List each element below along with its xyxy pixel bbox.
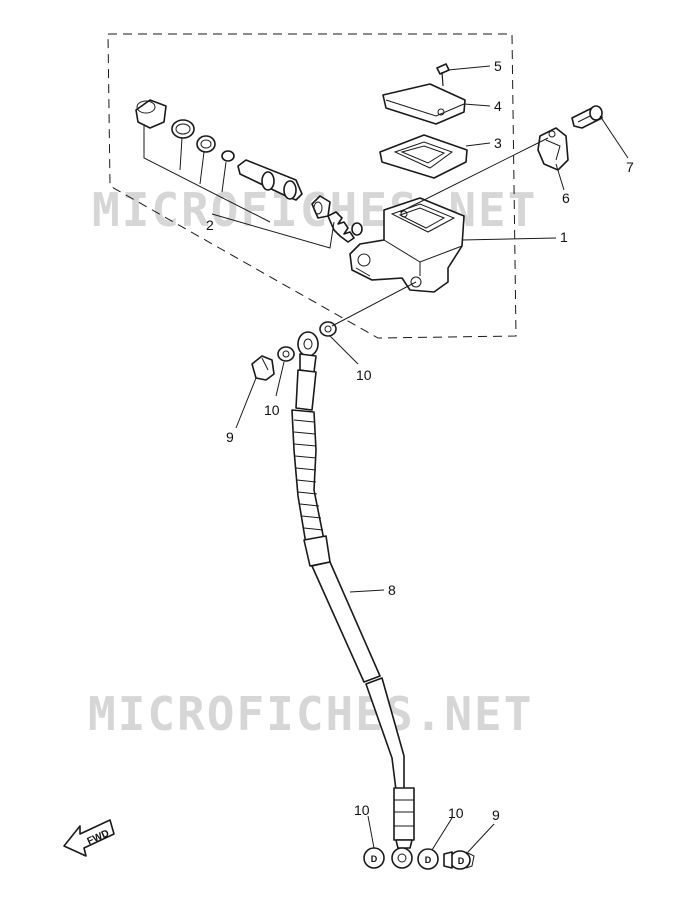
callout-2: 2 (206, 217, 214, 233)
callout-6: 6 (562, 190, 570, 206)
svg-text:D: D (371, 854, 378, 864)
copper-washer-lower-right[interactable]: D (417, 848, 439, 870)
assembly-boundary (107, 33, 517, 339)
callout-9-upper: 9 (226, 429, 234, 445)
master-cylinder-body[interactable] (349, 197, 465, 293)
brake-hose[interactable] (291, 331, 415, 869)
diaphragm[interactable] (379, 134, 468, 179)
callout-10-lower-right: 10 (448, 805, 464, 821)
forward-direction-icon: FWD (63, 819, 115, 857)
banjo-bolt-upper[interactable] (251, 355, 275, 381)
leader-lines (235, 65, 629, 853)
clamp-bolt[interactable] (571, 105, 603, 129)
callout-10-lower-left: 10 (354, 802, 370, 818)
watermark-bottom: MICROFICHES.NET (88, 687, 533, 741)
reservoir-cap[interactable] (382, 83, 466, 125)
copper-washer-lower-left[interactable]: D (363, 847, 385, 869)
svg-text:D: D (458, 856, 465, 866)
callout-3: 3 (494, 135, 502, 151)
callout-4: 4 (494, 98, 502, 114)
callout-8: 8 (388, 582, 396, 598)
cap-screw[interactable] (436, 63, 450, 87)
callout-5: 5 (494, 58, 502, 74)
callout-10-upper-right: 10 (356, 367, 372, 383)
piston-kit[interactable] (135, 99, 363, 243)
callout-9-lower: 9 (492, 807, 500, 823)
copper-washer-upper-right[interactable] (319, 321, 337, 337)
copper-washer-upper-left[interactable] (277, 346, 295, 362)
callout-7: 7 (626, 159, 634, 175)
svg-text:D: D (425, 855, 432, 865)
handlebar-clamp[interactable] (537, 127, 569, 171)
banjo-bolt-lower[interactable]: D (443, 850, 475, 870)
callout-10-upper-left: 10 (264, 402, 280, 418)
callout-1: 1 (560, 229, 568, 245)
callout-2-bracket (143, 124, 335, 249)
